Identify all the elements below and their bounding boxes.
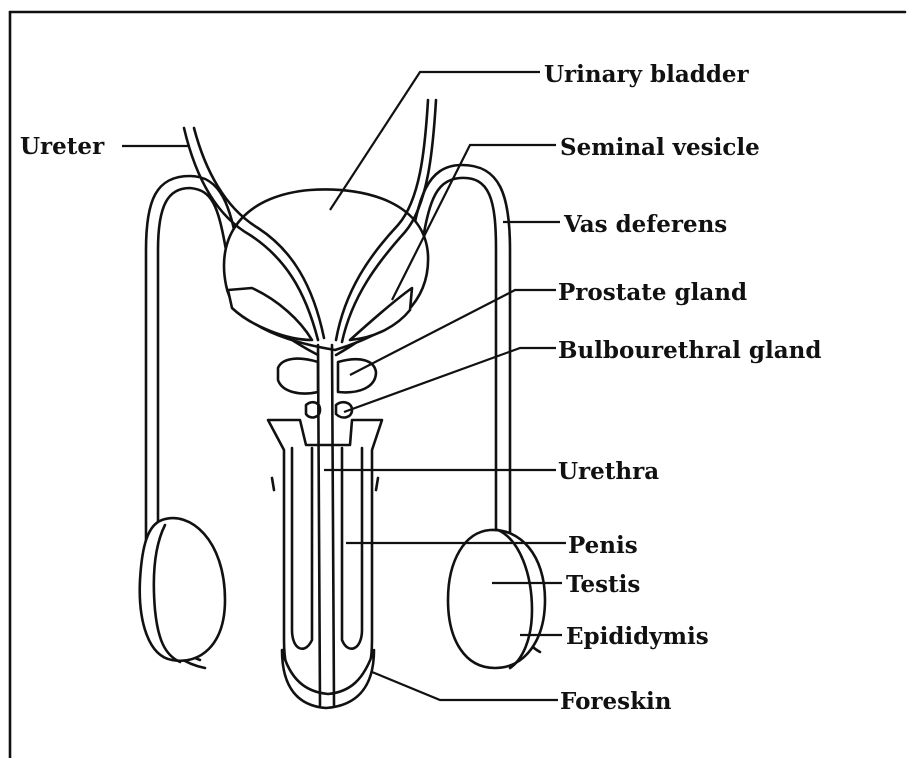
prostate-gland bbox=[278, 359, 376, 394]
label-vas-deferens: Vas deferens bbox=[563, 211, 727, 238]
testis-left bbox=[140, 518, 225, 661]
leader-foreskin bbox=[372, 672, 558, 700]
label-testis: Testis bbox=[566, 571, 640, 598]
leader-bulbourethral-gland bbox=[344, 348, 556, 412]
label-urethra: Urethra bbox=[558, 458, 659, 485]
label-penis: Penis bbox=[568, 532, 638, 559]
label-ureter: Ureter bbox=[20, 133, 105, 160]
label-bulbourethral-gland: Bulbourethral gland bbox=[558, 337, 821, 364]
label-prostate-gland: Prostate gland bbox=[558, 279, 747, 306]
label-foreskin: Foreskin bbox=[560, 688, 672, 715]
label-urinary-bladder: Urinary bladder bbox=[544, 61, 750, 88]
label-epididymis: Epididymis bbox=[566, 623, 709, 650]
urinary-bladder bbox=[224, 189, 428, 350]
label-seminal-vesicle: Seminal vesicle bbox=[560, 134, 760, 161]
leader-urinary-bladder bbox=[330, 72, 540, 210]
